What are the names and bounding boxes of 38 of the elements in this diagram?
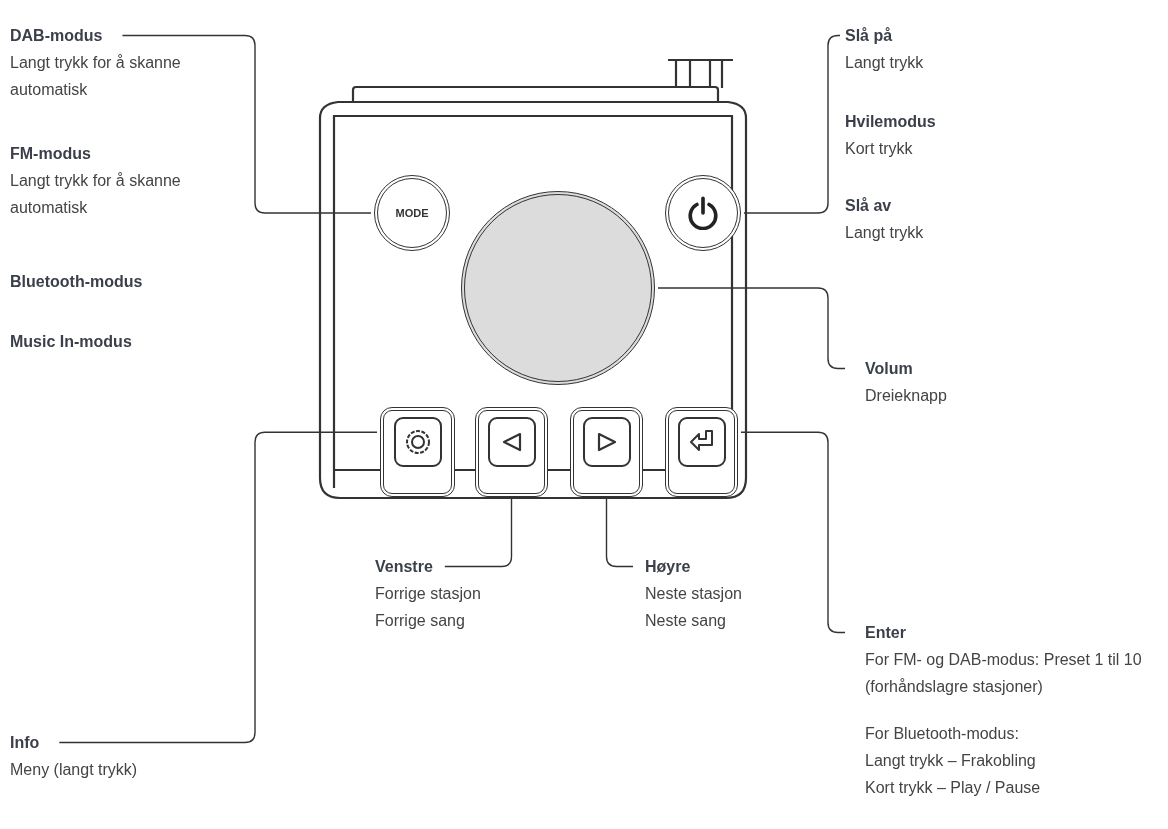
leader-line [740,431,846,634]
callout-text: Langt trykk for å skanne automatisk [10,53,182,100]
callout-text: Forrige stasjon [375,584,481,604]
callout-text: Forrige sang [375,611,465,631]
leader-line [605,498,634,568]
leader-line [121,34,372,214]
callout-text: Langt trykk [845,53,924,73]
callout-title: DAB-modus [10,26,103,46]
leader-line [58,431,378,744]
callout-text: Langt trykk – Frakobling [865,751,1036,771]
callout-title: Volum [865,359,913,379]
callout-text: Langt trykk for å skanne automatisk [10,171,182,218]
callout-text: Neste sang [645,611,726,631]
callout-title: Bluetooth-modus [10,272,143,292]
callout-text: Meny (langt trykk) [10,760,138,780]
mode-button: MODE [374,175,450,251]
callout-title: Hvilemodus [845,112,936,132]
callout-title: FM-modus [10,144,91,164]
callout-text: Kort trykk [845,139,913,159]
leader-line [657,287,846,370]
callout-title: Slå av [845,196,892,216]
settings-key [380,407,455,497]
enter-key [665,407,738,497]
callout-title: Info [10,733,40,753]
callout-title: Slå på [845,26,893,46]
callout-text: Kort trykk – Play / Pause [865,778,1041,798]
callout-text: For Bluetooth-modus: [865,724,1019,744]
callout-text: For FM- og DAB-modus: Preset 1 til 10 (forhåndslagre stasjoner) [865,650,1143,697]
callout-text: Neste stasjon [645,584,742,604]
right-key [570,407,643,497]
callout-text: Langt trykk [845,223,924,243]
left-key [475,407,548,497]
leader-line [444,498,513,568]
callout-title: Enter [865,623,906,643]
callout-title: Venstre [375,557,433,577]
callout-title: Høyre [645,557,691,577]
callout-text: Dreieknapp [865,386,947,406]
callout-title: Music In-modus [10,332,132,352]
